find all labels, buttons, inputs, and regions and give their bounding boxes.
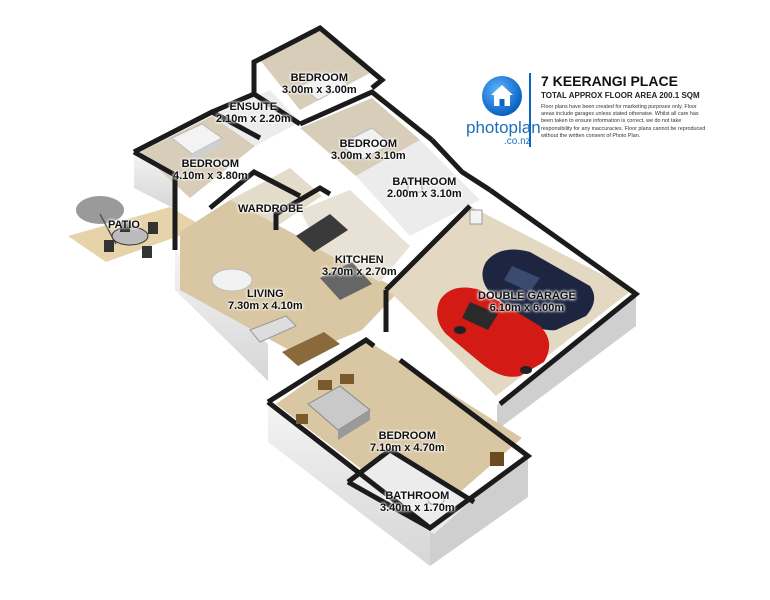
house-icon xyxy=(482,76,522,116)
living-furniture xyxy=(211,268,340,366)
photoplan-logo: photoplan .co.nz xyxy=(466,72,541,152)
bed-left xyxy=(171,123,223,162)
car-red xyxy=(437,287,550,377)
patio-furniture xyxy=(76,196,158,258)
bedroom-bottom-floor xyxy=(276,340,522,520)
bathroom-bottom-floor xyxy=(352,448,472,534)
room-label-patio: PATIO xyxy=(108,219,140,231)
bed-bottom xyxy=(296,374,371,440)
header-divider xyxy=(529,73,531,147)
brand-domain: .co.nz xyxy=(504,136,531,147)
ensuite-floor xyxy=(212,90,300,146)
property-info: 7 KEERANGI PLACE TOTAL APPROX FLOOR AREA… xyxy=(541,73,711,140)
living-floor xyxy=(180,200,400,356)
room-label-wardrobe: WARDROBE xyxy=(238,203,304,215)
walls xyxy=(132,25,641,532)
kitchen-floor xyxy=(300,190,410,282)
disclaimer: Floor plans have been created for market… xyxy=(541,104,706,139)
kitchen-bench xyxy=(296,214,372,300)
exterior-wall-face xyxy=(430,459,528,566)
bathroom-fixtures xyxy=(407,179,504,506)
floor-area: TOTAL APPROX FLOOR AREA 200.1 SQM xyxy=(541,91,700,100)
property-title: 7 KEERANGI PLACE xyxy=(541,73,678,89)
brand-name: photoplan xyxy=(466,118,541,137)
bed-mid xyxy=(339,127,393,161)
exterior-wall-face xyxy=(497,296,636,430)
car-blue xyxy=(482,249,595,331)
bed-top xyxy=(299,71,349,101)
